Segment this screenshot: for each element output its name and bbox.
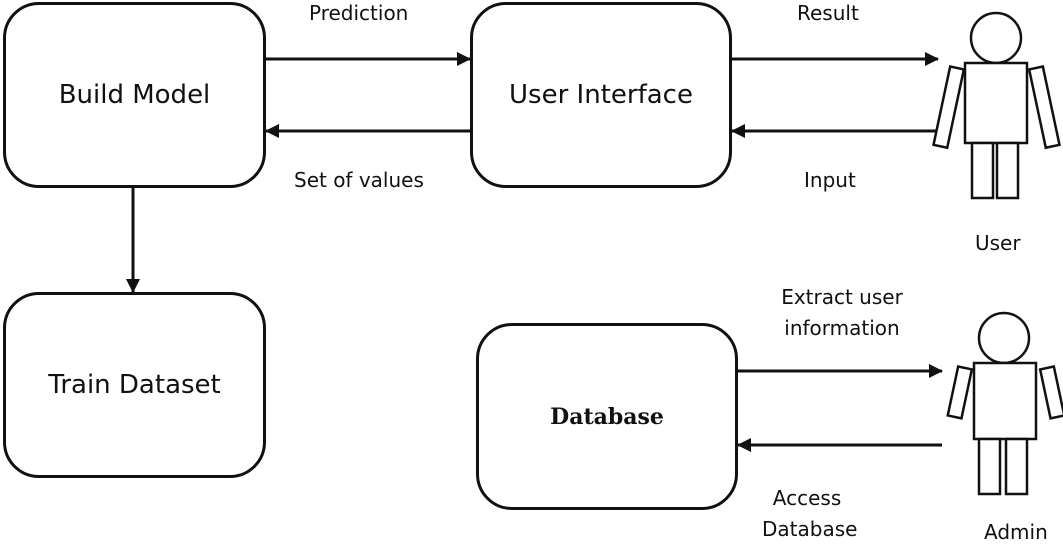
build-model-box: Build Model (3, 2, 266, 188)
extract-label-line-1: Extract user (781, 285, 903, 309)
train-dataset-box: Train Dataset (3, 292, 266, 478)
edge-label-set-of-values: Set of values (294, 168, 424, 192)
user-actor-icon (932, 11, 1061, 200)
database-box: Database (476, 323, 738, 510)
user-interface-label: User Interface (509, 80, 693, 110)
edge-label-extract-user-information: Extract user information (772, 282, 912, 344)
train-dataset-label: Train Dataset (48, 370, 221, 400)
user-interface-box: User Interface (470, 2, 732, 188)
database-label: Database (550, 403, 664, 430)
admin-actor-icon (946, 311, 1063, 496)
edge-label-result: Result (797, 1, 859, 25)
edge-label-prediction: Prediction (309, 1, 409, 25)
edge-label-input: Input (804, 168, 856, 192)
extract-label-line-2: information (784, 316, 900, 340)
admin-actor-label: Admin (984, 520, 1048, 544)
access-label-line-2: Database (762, 517, 858, 541)
access-label-line-1: Access (772, 486, 842, 510)
build-model-label: Build Model (58, 80, 211, 110)
user-actor-label: User (975, 231, 1021, 255)
edge-label-access-database: Access Database (762, 483, 858, 545)
